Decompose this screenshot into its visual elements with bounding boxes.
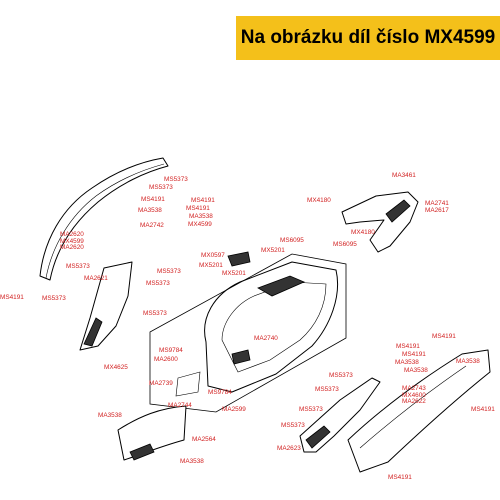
part-label-ms4191: MS4191 bbox=[471, 406, 495, 413]
part-label-ma2564: MA2564 bbox=[192, 436, 216, 443]
part-label-ma2739: MA2739 bbox=[149, 380, 173, 387]
left-inner-panel-shading bbox=[83, 317, 103, 347]
part-label-ms5373: MS5373 bbox=[329, 372, 353, 379]
part-label-ms4191: MS4191 bbox=[186, 205, 210, 212]
part-label-ms9784: MS9784 bbox=[159, 347, 183, 354]
part-label-ms5373: MS5373 bbox=[157, 268, 181, 275]
part-label-ms4191: MS4191 bbox=[396, 343, 420, 350]
rear-rack-grip bbox=[385, 199, 411, 223]
part-label-mx4625: MX4625 bbox=[104, 364, 128, 371]
floor-panel-shading bbox=[129, 443, 155, 461]
part-label-mx4180: MX4180 bbox=[351, 229, 375, 236]
part-label-ms4191: MS4191 bbox=[402, 351, 426, 358]
part-label-ma3538: MA3538 bbox=[180, 458, 204, 465]
part-label-ms4191: MA3538 bbox=[138, 207, 162, 214]
part-label-ms4191: MS4191 bbox=[141, 196, 165, 203]
helmet-box-inner bbox=[221, 281, 327, 373]
part-label-ms4191: MS4191 bbox=[432, 333, 456, 340]
part-label-mx4600: MX4600 bbox=[402, 392, 426, 399]
helmet-box-compartment bbox=[257, 275, 306, 297]
part-label-mx0597: MX0597 bbox=[201, 252, 225, 259]
helmet-box-latch bbox=[231, 349, 251, 365]
part-label-ma2744: MA2744 bbox=[168, 402, 192, 409]
part-label-ma3538: MA3538 bbox=[395, 359, 419, 366]
small-cover bbox=[227, 251, 251, 267]
part-label-ma2741: MA2741 bbox=[425, 200, 449, 207]
part-label-ma2740: MA2740 bbox=[254, 335, 278, 342]
group-frame bbox=[149, 253, 347, 413]
part-label-ms6095: MS6095 bbox=[333, 241, 357, 248]
part-label-ms9784: MS9784 bbox=[208, 389, 232, 396]
part-label-ma2600: MA2600 bbox=[154, 356, 178, 363]
part-label-ms4191: MS4191 bbox=[388, 474, 412, 481]
part-label-ma2623: MA2623 bbox=[277, 445, 301, 452]
part-label-ms6095: MS6095 bbox=[280, 237, 304, 244]
rear-side-panel-shading bbox=[305, 425, 331, 449]
part-label-ms5373: MS5373 bbox=[149, 184, 173, 191]
part-label-ms5373: MS5373 bbox=[299, 406, 323, 413]
part-label-ma3538: MA3538 bbox=[456, 358, 480, 365]
front-upper-panel-edge bbox=[45, 163, 165, 279]
part-label-ma2617: MA2617 bbox=[425, 207, 449, 214]
part-label-mx5201: MX5201 bbox=[222, 270, 246, 277]
part-label-ma3538: MA2742 bbox=[140, 222, 164, 229]
part-label-ms5373: MS5373 bbox=[281, 422, 305, 429]
part-label-ma2621: MA2621 bbox=[84, 275, 108, 282]
part-label-ms4191: MS4191 bbox=[0, 294, 24, 301]
part-label-ma2620: MA2620 bbox=[60, 244, 84, 251]
part-label-mx5201: MX5201 bbox=[261, 247, 285, 254]
part-label-ma3538: MA3538 bbox=[404, 367, 428, 374]
part-label-ma2622: MA2622 bbox=[402, 398, 426, 405]
part-label-ma3538: MA3538 bbox=[189, 213, 213, 220]
part-label-ms5373: MS5373 bbox=[66, 263, 90, 270]
front-upper-panel bbox=[39, 157, 169, 281]
part-label-ms5373: MS5373 bbox=[42, 295, 66, 302]
part-label-mx4599: MX4599 bbox=[60, 238, 84, 245]
part-label-mx5201: MX5201 bbox=[199, 262, 223, 269]
banner-title: Na obrázku díl číslo MX4599 bbox=[240, 27, 496, 48]
part-label-ma2599: MA2599 bbox=[222, 406, 246, 413]
part-label-ma2743: MA2743 bbox=[402, 385, 426, 392]
part-label-mx4180: MX4180 bbox=[307, 197, 331, 204]
part-label-ma2742: MA2620 bbox=[60, 231, 84, 238]
part-label-ms5373: MS5373 bbox=[315, 386, 339, 393]
title-banner: Na obrázku díl číslo MX4599 bbox=[236, 16, 500, 60]
part-label-ma3461: MA3461 bbox=[392, 172, 416, 179]
part-label-ma3538: MX4599 bbox=[188, 221, 212, 228]
part-label-ms5373: MS5373 bbox=[164, 176, 188, 183]
part-label-ms5373: MS5373 bbox=[143, 310, 167, 317]
part-label-ms4191: MS4191 bbox=[191, 197, 215, 204]
bracket bbox=[175, 371, 201, 397]
rear-body-cover-edge bbox=[359, 365, 467, 449]
rear-body-cover bbox=[347, 349, 491, 473]
part-label-ma3538: MA3538 bbox=[98, 412, 122, 419]
part-label-ms5373: MS5373 bbox=[146, 280, 170, 287]
